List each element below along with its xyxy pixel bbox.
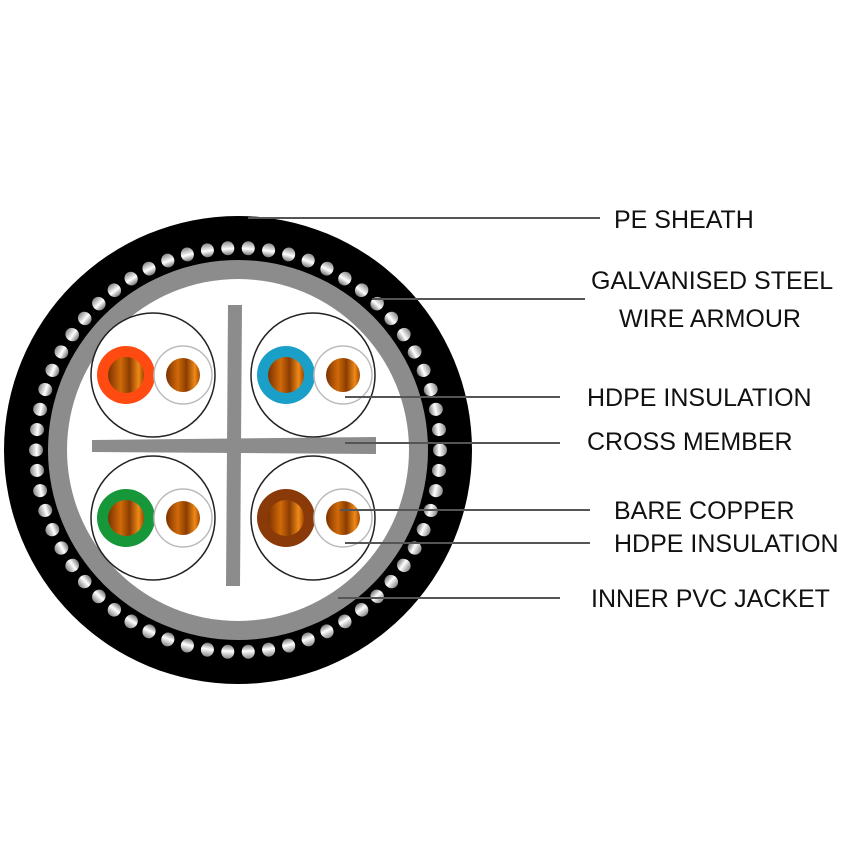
steel-wire [30,463,45,477]
leader-lines [248,217,600,599]
steel-wire [428,402,443,416]
steel-wire [33,402,48,416]
steel-wire [423,382,438,397]
steel-wire-armour [29,241,447,659]
steel-wire [77,574,92,589]
steel-wire [107,283,122,298]
steel-wire [396,558,411,573]
copper-conductor [268,500,304,536]
steel-wire [428,484,443,498]
steel-wire [38,382,53,397]
steel-wire [221,644,235,659]
copper-conductor [326,358,360,392]
steel-wire [92,296,106,311]
steel-wire [384,311,399,326]
twisted-pair [250,312,376,438]
copper-conductor [108,500,144,536]
copper-conductor [166,501,200,535]
copper-conductor [326,501,360,535]
label-hdpe-insulation: HDPE INSULATION [587,384,812,412]
copper-conductor [108,357,144,393]
twisted-pair [250,455,376,581]
steel-wire [45,363,60,377]
steel-wire [407,345,422,359]
steel-wire [354,602,369,617]
label-hdpe-insulation-2: HDPE INSULATION [614,530,839,558]
steel-wire [241,644,255,659]
steel-wire [301,632,315,647]
copper-conductor [268,357,304,393]
steel-wire [241,241,255,256]
steel-wire [262,642,276,657]
steel-wire [161,632,175,647]
steel-wire [30,423,45,437]
steel-wire [180,247,194,262]
steel-wire [370,589,384,604]
copper-conductor [166,358,200,392]
steel-wire [65,327,80,342]
label-pe-sheath: PE SHEATH [614,206,754,234]
steel-wire [180,638,194,653]
label-inner-pvc-jacket: INNER PVC JACKET [591,585,830,613]
steel-wire [338,271,352,286]
steel-wire [33,484,48,498]
steel-wire [416,363,431,377]
steel-wire [77,311,92,326]
steel-wire [142,261,156,276]
steel-wire [282,247,296,262]
steel-wire [433,443,447,457]
twisted-pair [90,455,216,581]
steel-wire [431,463,446,477]
steel-wire [396,327,411,342]
steel-wire [320,624,334,639]
steel-wire [124,614,138,629]
steel-wire [200,642,214,657]
steel-wire [200,243,214,258]
cross-member [92,305,376,586]
steel-wire [282,638,296,653]
steel-wire [29,443,43,457]
steel-wire [354,283,369,298]
steel-wire [54,541,69,555]
steel-wire [54,345,69,359]
steel-wire [301,253,315,268]
steel-wire [124,271,138,286]
steel-wire [370,296,384,311]
steel-wire [142,624,156,639]
steel-wire [45,523,60,537]
steel-wire [65,558,80,573]
steel-wire [431,423,446,437]
label-armour-line2: WIRE ARMOUR [619,305,801,333]
steel-wire [38,503,53,518]
steel-wire [221,241,235,256]
steel-wire [338,614,352,629]
label-cross-member: CROSS MEMBER [587,428,793,456]
label-armour-line1: GALVANISED STEEL [591,267,834,295]
steel-wire [384,574,399,589]
twisted-pair [90,312,216,438]
steel-wire [416,523,431,537]
steel-wire [107,602,122,617]
label-bare-copper: BARE COPPER [614,497,795,525]
steel-wire [262,243,276,258]
steel-wire [320,261,334,276]
steel-wire [161,253,175,268]
steel-wire [92,589,106,604]
steel-wire [407,541,422,555]
